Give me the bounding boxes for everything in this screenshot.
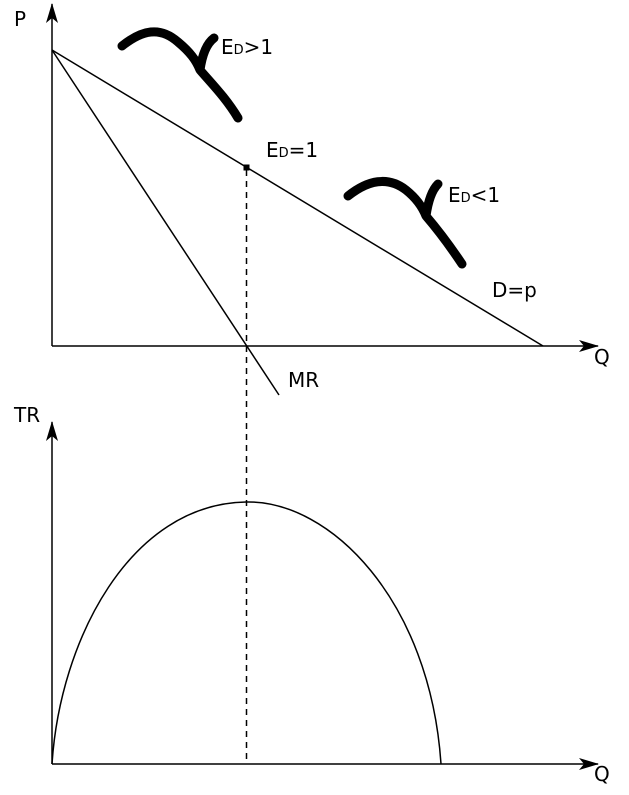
inelastic-label: ED<1: [448, 183, 500, 207]
bottom-y-axis-label: TR: [13, 403, 40, 427]
elastic-label-e: E: [221, 35, 234, 59]
elastic-label: ED>1: [221, 35, 273, 59]
unit-elastic-label-e: E: [266, 138, 279, 162]
top-y-axis-label: P: [14, 7, 26, 31]
top-chart: P Q ED>1 ED=1 ED<1 D=p MR: [14, 3, 610, 396]
elastic-brace: [117, 27, 243, 123]
unit-elastic-label-relation: =1: [289, 138, 318, 162]
mr-label: MR: [288, 368, 319, 392]
bottom-x-axis-label: Q: [594, 762, 610, 786]
unit-elastic-label: ED=1: [266, 138, 318, 162]
inelastic-label-d: D: [461, 191, 471, 206]
top-x-axis-label: Q: [594, 345, 610, 369]
total-revenue-curve: [51, 501, 442, 765]
marginal-revenue-curve: [51, 49, 280, 396]
inelastic-label-relation: <1: [471, 183, 500, 207]
inelastic-brace: [343, 176, 467, 269]
unit-elastic-label-d: D: [279, 146, 289, 161]
demand-label: D=p: [492, 278, 537, 302]
demand-curve: [51, 49, 544, 347]
elastic-label-relation: >1: [244, 35, 273, 59]
unit-elastic-point: [243, 164, 250, 171]
elastic-label-d: D: [234, 43, 244, 58]
bottom-chart: TR Q: [13, 403, 610, 786]
inelastic-label-e: E: [448, 183, 461, 207]
